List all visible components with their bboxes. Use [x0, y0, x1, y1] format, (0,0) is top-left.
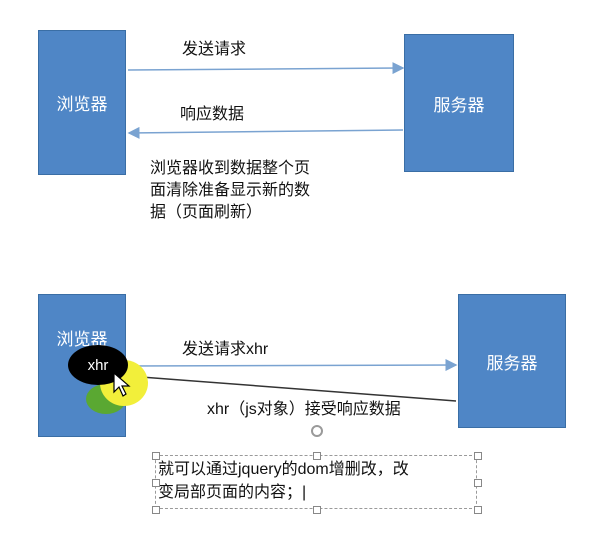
response-arrow-top: [127, 126, 404, 139]
resize-handle[interactable]: [474, 506, 482, 514]
server-box-bottom: 服务器: [458, 294, 566, 428]
browser-label-top: 浏览器: [56, 95, 108, 114]
send-request-xhr-label: 发送请求xhr: [182, 341, 269, 358]
refresh-note-line: 据（页面刷新）: [150, 204, 263, 221]
browser-label-bottom: 浏览器: [56, 330, 108, 349]
server-label-bottom: 服务器: [486, 353, 538, 373]
refresh-note-line: 浏览器收到数据整个页: [150, 160, 311, 177]
response-data-label-top: 响应数据: [180, 106, 245, 123]
refresh-note-line: 面清除准备显示新的数: [150, 182, 311, 199]
resize-handle[interactable]: [313, 506, 321, 514]
resize-handle[interactable]: [152, 479, 160, 487]
textbox-line: 就可以通过jquery的dom增删改，改: [158, 461, 409, 478]
textbox-line: 变局部页面的内容；|: [158, 484, 307, 501]
server-box-top: 服务器: [404, 34, 514, 172]
xhr-label: xhr: [87, 356, 109, 374]
rotate-handle-icon[interactable]: [311, 425, 323, 437]
resize-handle[interactable]: [474, 452, 482, 460]
response-arrow-bottom: [126, 370, 457, 402]
mouse-cursor-icon: [113, 372, 131, 397]
browser-box-top: 浏览器: [38, 30, 126, 175]
refresh-note: 浏览器收到数据整个页 面清除准备显示新的数 据（页面刷新）: [150, 158, 310, 224]
xhr-receive-label: xhr（js对象）接受响应数据: [207, 401, 401, 418]
request-arrow-top: [127, 62, 405, 75]
note-textbox[interactable]: 就可以通过jquery的dom增删改，改 变局部页面的内容；|: [155, 455, 477, 509]
resize-handle[interactable]: [474, 479, 482, 487]
resize-handle[interactable]: [313, 452, 321, 460]
resize-handle[interactable]: [152, 506, 160, 514]
request-arrow-bottom: [127, 359, 458, 372]
send-request-label-top: 发送请求: [182, 41, 247, 58]
resize-handle[interactable]: [152, 452, 160, 460]
server-label-top: 服务器: [433, 95, 485, 115]
